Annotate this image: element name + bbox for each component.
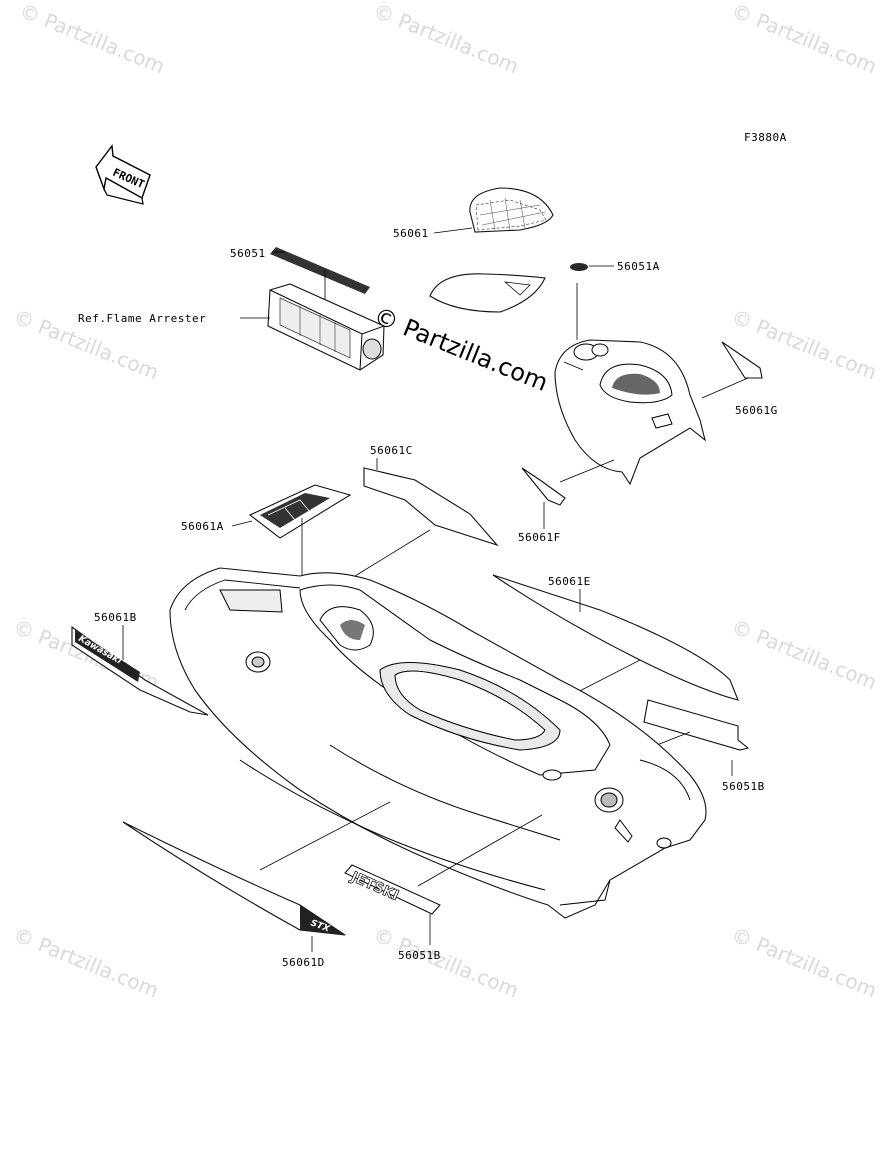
emblem-56051a <box>570 263 588 271</box>
watermark: © Partzilla.com <box>10 922 162 1002</box>
decal-56061d: STX <box>122 821 346 936</box>
jetski-emblem-56051b: JETSKI <box>344 864 441 915</box>
strip-decal-56051 <box>270 247 370 294</box>
label-56051b-bottom: 56051B <box>398 949 441 962</box>
figure-code: F3880A <box>744 131 787 144</box>
label-56051: 56051 <box>230 247 266 260</box>
label-56061g: 56061G <box>735 404 778 417</box>
label-56061e: 56061E <box>548 575 591 588</box>
watermark: © Partzilla.com <box>728 0 880 78</box>
decal-56061e <box>492 574 739 701</box>
watermark: © Partzilla.com <box>728 614 880 694</box>
hull <box>169 567 707 919</box>
decal-56061c <box>363 467 499 547</box>
label-56061b: 56061B <box>94 611 137 624</box>
steering-hood <box>554 339 706 486</box>
decal-56051b-right <box>643 699 750 751</box>
seat-cover-decal <box>469 187 554 233</box>
label-56061f: 56061F <box>518 531 561 544</box>
label-56061: 56061 <box>393 227 429 240</box>
flame-arrester-box <box>267 283 385 371</box>
label-56061a: 56061A <box>181 520 224 533</box>
label-56061c: 56061C <box>370 444 413 457</box>
watermark: © Partzilla.com <box>728 922 880 1002</box>
center-watermark: © Partzilla.com <box>370 302 552 397</box>
watermark: © Partzilla.com <box>370 922 522 1002</box>
watermark: © Partzilla.com <box>370 0 522 78</box>
decal-56061f <box>521 467 566 506</box>
watermark: © Partzilla.com <box>16 0 168 78</box>
label-56051b-right: 56051B <box>722 780 765 793</box>
label-56061d: 56061D <box>282 956 325 969</box>
decal-56061a <box>249 484 352 539</box>
jetski-decal-text: JETSKI <box>347 869 401 905</box>
front-arrow-icon: FRONT <box>95 144 151 205</box>
label-ref-flame-arrester: Ref.Flame Arrester <box>78 312 206 325</box>
label-56051a: 56051A <box>617 260 660 273</box>
seat-pad <box>429 273 546 313</box>
decal-56061g <box>721 341 763 379</box>
